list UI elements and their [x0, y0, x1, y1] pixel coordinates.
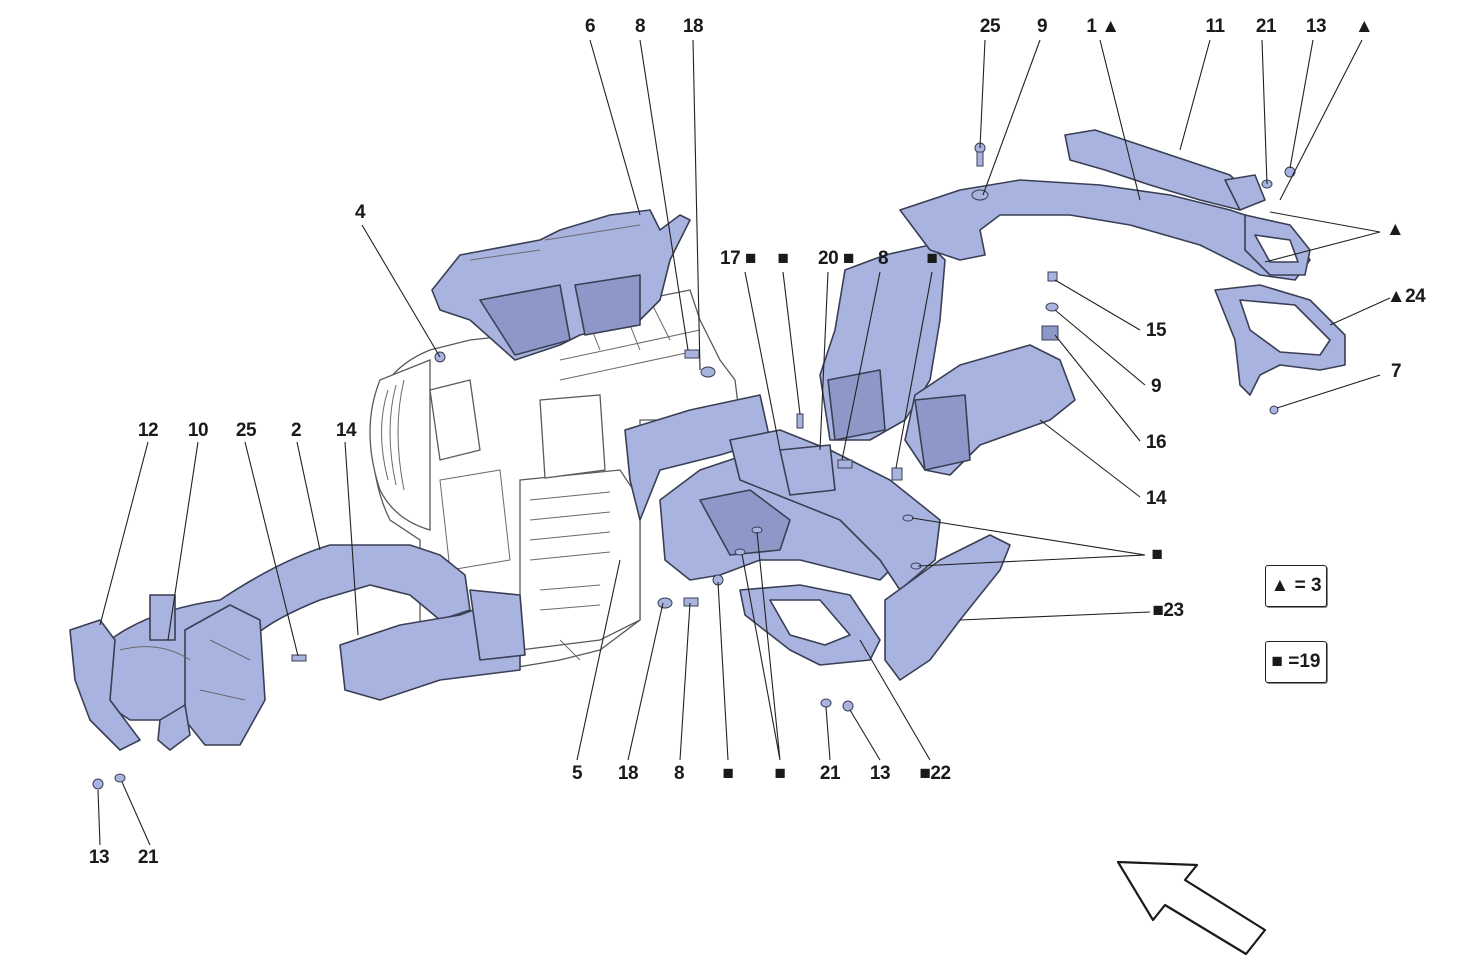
callout-21-bottom: 21 [819, 763, 841, 784]
callout-14-left: 14 [335, 420, 357, 441]
callout-12: 12 [137, 420, 159, 441]
callout-2: 2 [290, 420, 302, 441]
callout-16: 16 [1145, 432, 1167, 453]
callout-21-top: 21 [1255, 16, 1277, 37]
callout-15: 15 [1145, 320, 1167, 341]
callout-11: 11 [1205, 16, 1225, 37]
trim-24 [1214, 284, 1346, 396]
callout-square-a: ■ [777, 248, 789, 269]
callout-23: ■23 [1152, 600, 1184, 621]
callout-24: ▲24 [1386, 286, 1426, 307]
callout-25-top: 25 [979, 16, 1001, 37]
callout-8-mid: 8 [877, 248, 889, 269]
legend-square: ■ =19 [1265, 641, 1327, 683]
callout-18-bottom: 18 [617, 763, 639, 784]
callout-6: 6 [584, 16, 596, 37]
callout-8-bottom: 8 [673, 763, 685, 784]
callout-13-left: 13 [88, 847, 110, 868]
callout-8-top: 8 [634, 16, 646, 37]
callout-18-top: 18 [682, 16, 704, 37]
callout-13-top: 13 [1305, 16, 1327, 37]
callout-triangle-right: ▲ [1385, 219, 1405, 240]
fasteners [92, 142, 1296, 790]
legend-triangle: ▲ = 3 [1265, 565, 1327, 607]
callout-9-right: 9 [1150, 376, 1162, 397]
duct-2-assembly [69, 544, 526, 751]
callout-1: 1 ▲ [1086, 16, 1120, 37]
callout-5: 5 [571, 763, 583, 784]
callout-14-right: 14 [1145, 488, 1167, 509]
duct-14-right [904, 344, 1076, 476]
callout-square-right: ■ [1151, 544, 1163, 565]
callout-10: 10 [187, 420, 209, 441]
callout-13-bottom: 13 [869, 763, 891, 784]
callout-square-b: ■ [926, 248, 938, 269]
arrow-icon [1116, 860, 1267, 956]
duct-1-assembly [819, 129, 1311, 441]
leader-lines [97, 39, 1391, 846]
callout-25-left: 25 [235, 420, 257, 441]
callout-square-d: ■ [774, 763, 786, 784]
callout-9-top: 9 [1036, 16, 1048, 37]
callout-20: 20 ■ [818, 248, 854, 269]
callout-4: 4 [354, 202, 366, 223]
center-manifold [624, 394, 1011, 681]
callout-7: 7 [1390, 361, 1402, 382]
callout-21-left: 21 [137, 847, 159, 868]
duct-6 [431, 209, 691, 361]
callout-22: ■22 [919, 763, 951, 784]
callout-square-c: ■ [722, 763, 734, 784]
callout-triangle-top: ▲ [1354, 16, 1374, 37]
callout-17: 17 ■ [720, 248, 756, 269]
